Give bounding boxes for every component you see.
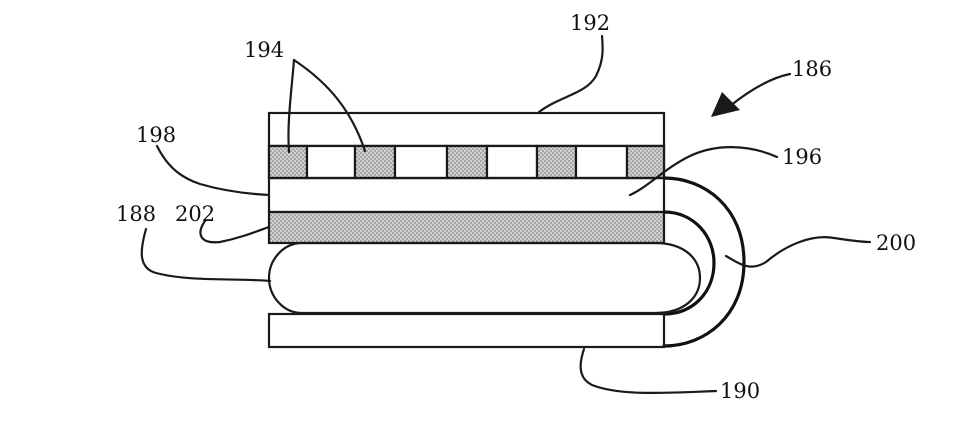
leader-192 xyxy=(539,36,603,112)
bend-outer-arc xyxy=(664,178,744,346)
substrate-layer xyxy=(269,178,664,212)
leader-190 xyxy=(581,349,716,393)
leader-188 xyxy=(142,229,270,281)
cell-7 xyxy=(537,146,576,178)
label-196: 196 xyxy=(782,145,822,169)
label-188: 188 xyxy=(116,202,156,226)
leader-194a xyxy=(288,60,294,152)
label-200: 200 xyxy=(876,231,916,255)
leader-186 xyxy=(730,74,790,106)
label-202: 202 xyxy=(175,202,215,226)
cell-4 xyxy=(395,146,447,178)
top-cover-layer xyxy=(269,113,664,146)
bottom-plate xyxy=(269,314,664,347)
cell-2 xyxy=(307,146,355,178)
cell-3 xyxy=(355,146,395,178)
leader-200 xyxy=(726,237,870,266)
label-198: 198 xyxy=(136,123,176,147)
leader-198 xyxy=(157,146,269,195)
cell-5 xyxy=(447,146,487,178)
cell-9 xyxy=(627,146,664,178)
label-194: 194 xyxy=(244,38,284,62)
arrowhead-186 xyxy=(711,92,740,117)
label-186: 186 xyxy=(792,57,832,81)
rounded-body xyxy=(269,243,700,313)
label-192: 192 xyxy=(570,11,610,35)
stippled-layer xyxy=(269,212,664,243)
leader-194b xyxy=(294,60,365,151)
bend-inner-arc xyxy=(664,212,714,314)
cell-6 xyxy=(487,146,537,178)
cell-row xyxy=(269,146,664,178)
label-190: 190 xyxy=(720,379,760,403)
cell-8 xyxy=(576,146,627,178)
